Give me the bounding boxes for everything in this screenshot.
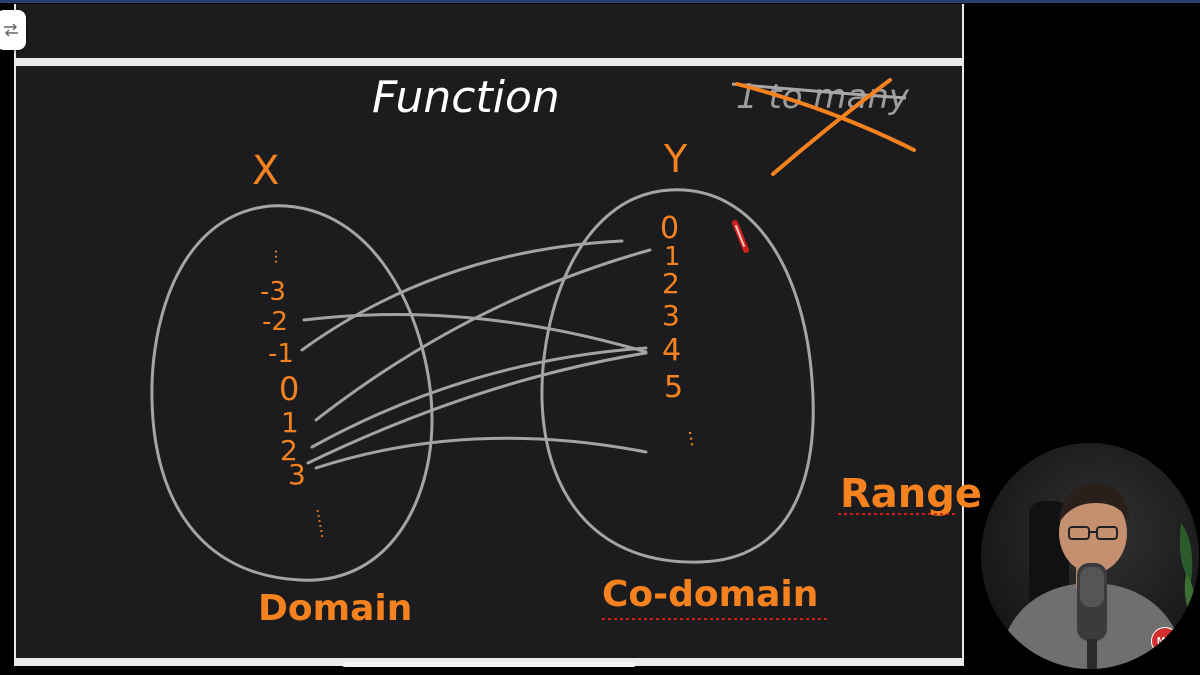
domain-element: ...	[271, 249, 290, 264]
codomain-element: 3	[662, 299, 680, 332]
page-title: Function	[372, 72, 560, 123]
crossed-out-note: 1 to many	[731, 77, 916, 176]
mapping-lines	[300, 239, 652, 470]
strike-line	[731, 82, 907, 100]
codomain-element: ...	[684, 428, 708, 449]
range-label: Range	[840, 471, 982, 517]
mapping-line	[306, 351, 648, 465]
channel-badge: MG	[1151, 627, 1179, 655]
presenter-video	[999, 483, 1196, 669]
swap-arrows-icon	[4, 23, 18, 37]
whiteboard-page-current[interactable]	[16, 66, 962, 658]
set-x-label: X	[252, 148, 279, 194]
chair-back	[1029, 501, 1069, 611]
plant-leaves	[1179, 523, 1193, 583]
codomain-element: 0	[660, 211, 679, 246]
mapping-line	[310, 346, 648, 449]
domain-element: 0	[279, 370, 299, 408]
cross-stroke-a	[735, 82, 916, 152]
codomain-set-ellipse	[540, 188, 815, 564]
domain-set-ellipse	[150, 204, 434, 582]
codomain-elements: 0 1 2 3 4 5 ...	[660, 211, 707, 448]
mapping-line	[314, 248, 652, 422]
codomain-element: 2	[662, 267, 680, 300]
toggle-panel-button[interactable]	[0, 10, 26, 50]
mapping-line	[302, 312, 648, 354]
home-indicator	[342, 662, 636, 667]
presenter-hair	[1059, 483, 1129, 523]
codomain-label: Co-domain	[602, 574, 818, 615]
domain-label: Domain	[258, 588, 412, 629]
red-pen-mark-highlight	[735, 225, 745, 247]
domain-element: ......	[312, 506, 336, 539]
cross-stroke-b	[771, 78, 892, 176]
codomain-element: 1	[664, 242, 681, 272]
domain-elements: ... -3 -2 -1 0 1 2 3 ......	[260, 249, 336, 539]
domain-element: 1	[281, 406, 299, 439]
domain-element: 2	[280, 434, 298, 467]
microphone-stand	[1087, 639, 1097, 669]
microphone-grill	[1080, 567, 1104, 607]
mapping-line	[314, 436, 648, 470]
mapping-line	[300, 239, 624, 352]
domain-element: -2	[262, 307, 288, 337]
whiteboard-page-previous[interactable]	[16, 4, 962, 58]
codomain-element: 5	[664, 370, 683, 405]
domain-element: 3	[288, 458, 306, 491]
window-top-border	[0, 0, 1200, 3]
domain-element: -3	[260, 277, 286, 307]
webcam-overlay: MG	[981, 443, 1199, 669]
set-y-label: Y	[663, 137, 688, 181]
channel-badge-text: MG	[1156, 635, 1174, 647]
domain-element: -1	[268, 339, 294, 369]
codomain-element: 4	[662, 333, 681, 368]
